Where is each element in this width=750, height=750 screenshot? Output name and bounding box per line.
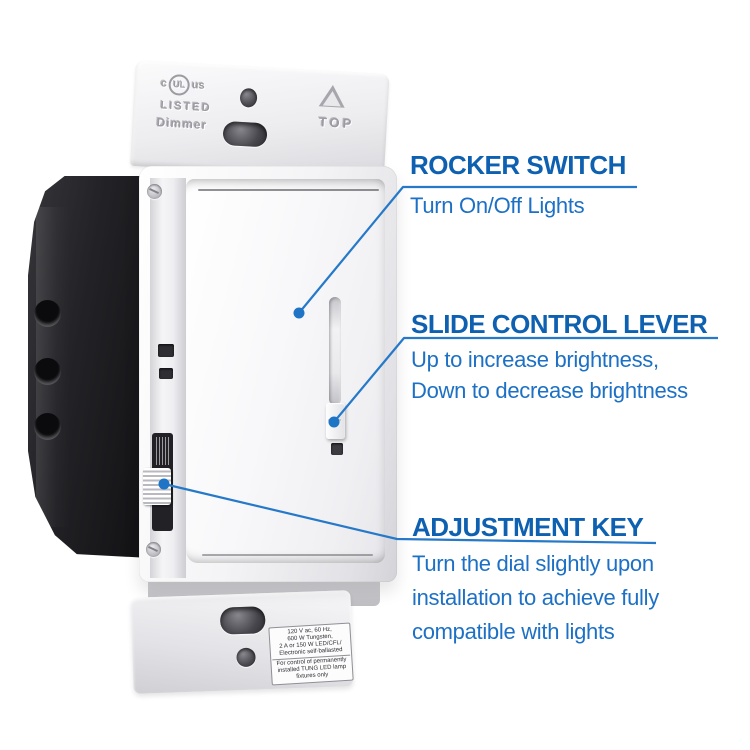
housing-notch: [34, 358, 61, 385]
callout-title-adjustment-key: ADJUSTMENT KEY: [412, 512, 644, 542]
ul-mark-icon: UL: [168, 73, 191, 96]
frame-screw-top: [147, 184, 162, 199]
housing-notch: [34, 300, 61, 327]
adjustment-key-spring: [156, 437, 170, 465]
slide-control-groove: [329, 297, 341, 405]
frame-vent-slot: [158, 344, 174, 357]
mounting-slot: [222, 120, 268, 148]
top-orientation-label: TOP: [318, 114, 355, 132]
mounting-slot: [219, 606, 266, 635]
frame-vent-slot: [159, 368, 173, 379]
screw-hole: [236, 647, 256, 668]
ul-mark-prefix: c: [160, 77, 168, 90]
spec-label: 120 V ac, 60 Hz, 600 W Tungsten, 2 A or …: [268, 622, 354, 685]
callout-body-line: Turn the dial slightly upon: [412, 551, 654, 576]
mounting-strap-top: c UL us LISTED Dimmer TOP: [130, 60, 390, 181]
callout-body-line: compatible with lights: [412, 619, 615, 644]
listed-label: LISTED: [160, 99, 212, 115]
callout-body-line: Down to decrease brightness: [411, 378, 688, 403]
frame-screw-bottom: [146, 542, 161, 557]
dimmer-rear-housing: [28, 176, 150, 558]
slide-lower-notch: [331, 443, 343, 455]
spec-rating-block: 120 V ac, 60 Hz, 600 W Tungsten, 2 A or …: [270, 626, 350, 659]
callout-body-line: Up to increase brightness,: [411, 347, 659, 372]
ul-mark-suffix: us: [191, 79, 205, 92]
callout-body-line: installation to achieve fully: [412, 585, 659, 610]
slide-control-lever[interactable]: [326, 403, 345, 439]
callout-title-slide-control-lever: SLIDE CONTROL LEVER: [411, 309, 708, 339]
housing-notch: [34, 413, 61, 440]
ul-certification-mark: c UL us: [160, 71, 205, 97]
triangle-up-icon: [318, 84, 346, 108]
adjustment-key-dial[interactable]: [143, 468, 171, 505]
callout-title-rocker-switch: ROCKER SWITCH: [410, 150, 626, 180]
spec-note-block: For control of permanently installed TUN…: [272, 654, 352, 683]
screw-hole: [239, 87, 258, 108]
rocker-paddle[interactable]: [186, 179, 385, 563]
dimmer-label: Dimmer: [156, 115, 208, 133]
callout-body-line: Turn On/Off Lights: [410, 193, 585, 218]
triangle-up-icon-inner: [322, 90, 342, 107]
